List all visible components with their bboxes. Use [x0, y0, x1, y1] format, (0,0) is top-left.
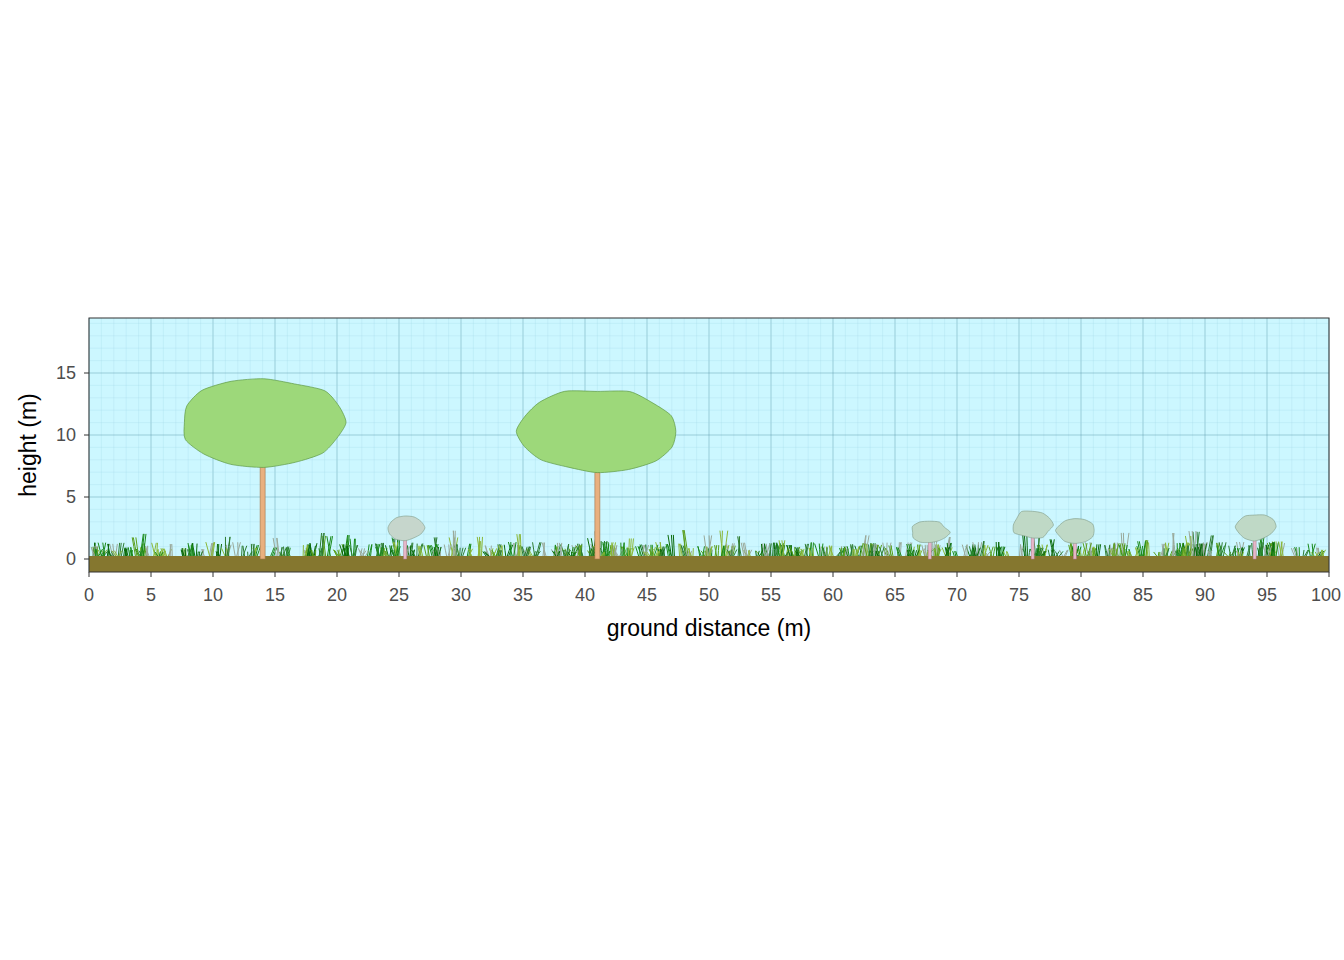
shrub — [912, 521, 950, 559]
tick-label: 95 — [1257, 585, 1277, 606]
tree — [516, 391, 676, 559]
axis-title: ground distance (m) — [607, 615, 812, 642]
tick-label: 70 — [947, 585, 967, 606]
tick-label: 80 — [1071, 585, 1091, 606]
tick-label: 55 — [761, 585, 781, 606]
tick-label: 5 — [146, 585, 156, 606]
tick-label: 45 — [637, 585, 657, 606]
tick-label: 20 — [327, 585, 347, 606]
tick-label: 5 — [66, 487, 76, 508]
tick-label: 10 — [203, 585, 223, 606]
tick-label: 50 — [699, 585, 719, 606]
tick-label: 15 — [265, 585, 285, 606]
tick-label: 40 — [575, 585, 595, 606]
shrub — [1235, 515, 1276, 559]
tick-label: 30 — [451, 585, 471, 606]
tick-label: 15 — [56, 363, 76, 384]
tree — [184, 379, 346, 559]
axis-title: height (m) — [15, 393, 42, 497]
tick-label: 35 — [513, 585, 533, 606]
panel-border — [89, 318, 1329, 572]
panel-background — [89, 318, 1329, 572]
tick-label: 10 — [56, 425, 76, 446]
tick-label: 100 — [1311, 585, 1341, 606]
tick-label: 25 — [389, 585, 409, 606]
axis-ticks — [84, 373, 1329, 577]
ground-band — [89, 556, 1329, 572]
shrub — [1055, 519, 1094, 559]
tick-label: 0 — [84, 585, 94, 606]
tick-label: 65 — [885, 585, 905, 606]
grass-layer — [91, 530, 1325, 556]
tick-label: 85 — [1133, 585, 1153, 606]
tick-label: 75 — [1009, 585, 1029, 606]
shrub — [388, 516, 425, 559]
shrub — [1013, 511, 1053, 559]
tick-label: 90 — [1195, 585, 1215, 606]
tick-label: 60 — [823, 585, 843, 606]
tick-label: 0 — [66, 549, 76, 570]
grid — [89, 318, 1329, 572]
